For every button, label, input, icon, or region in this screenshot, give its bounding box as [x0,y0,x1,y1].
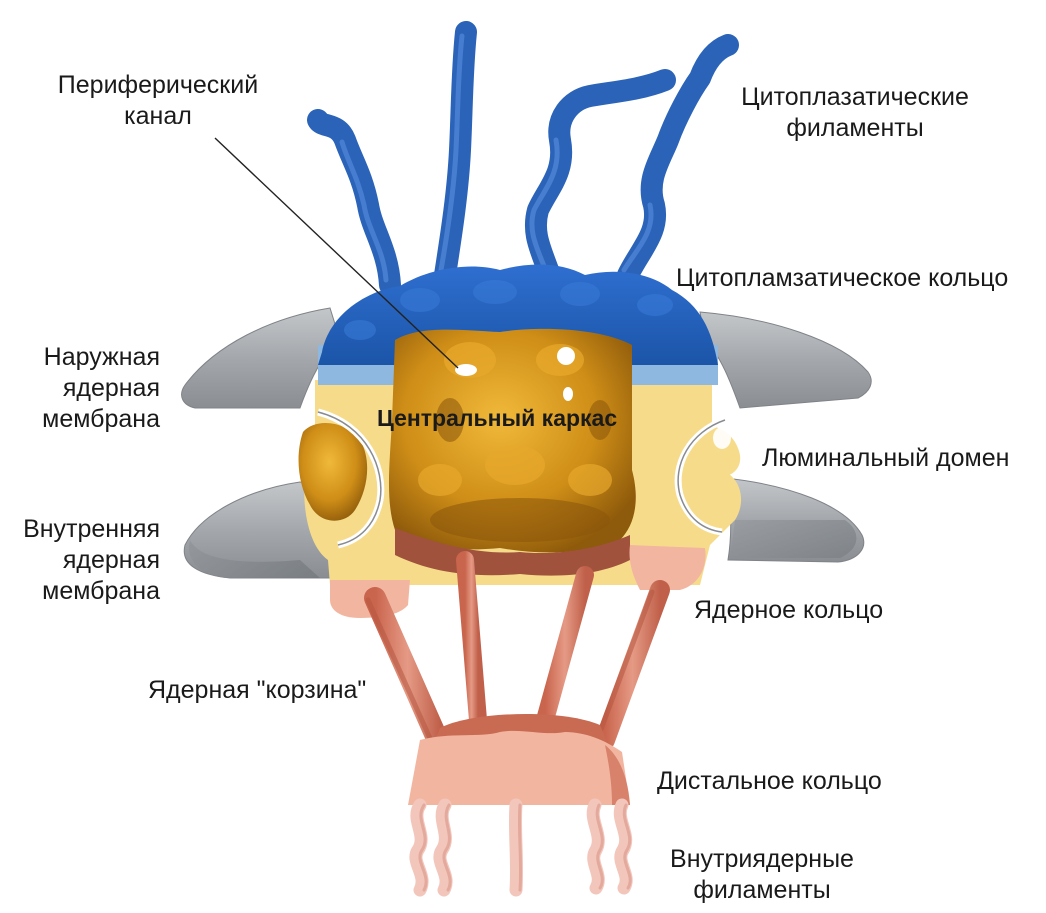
label-inner-membrane: Внутренняя ядерная мембрана [0,514,160,607]
label-intranuclear-filaments: Внутриядерные филаменты [662,844,862,906]
label-cytoplasmic-filaments: Цитоплазатические филаменты [720,82,990,144]
label-cytoplasmic-ring: Цитопламзатическое кольцо [676,263,1008,294]
outer-membrane-right [700,312,871,408]
label-central-scaffold: Центральный каркас [377,403,617,434]
label-distal-ring: Дистальное кольцо [657,766,882,797]
distal-ring [408,731,630,805]
label-nuclear-ring: Ядерное кольцо [694,595,883,626]
label-nuclear-basket: Ядерная "корзина" [148,675,366,706]
label-outer-membrane: Наружная ядерная мембрана [0,342,160,435]
label-luminal-domain: Люминальный домен [762,443,1009,474]
label-peripheral-channel: Периферический канал [38,70,278,132]
inner-membrane-right-dark [730,520,856,558]
